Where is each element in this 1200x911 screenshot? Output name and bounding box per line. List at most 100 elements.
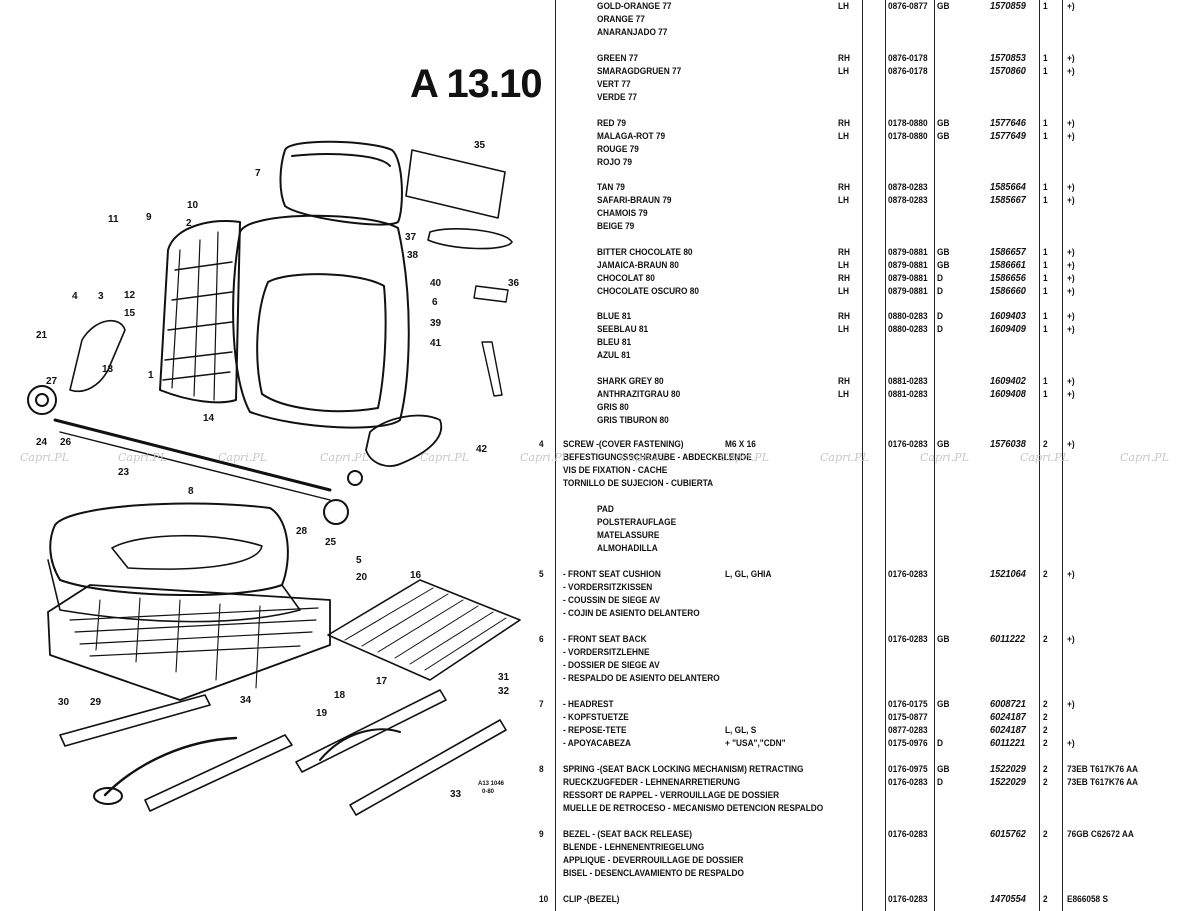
part-date-range: 0877-0283 [888, 725, 928, 735]
part-date-range: 0881-0283 [888, 389, 928, 399]
part-market: D [937, 324, 943, 334]
part-description: CLIP -(BEZEL) [563, 894, 620, 904]
part-description: CHOCOLAT 80 [597, 273, 655, 283]
part-note: +) [1067, 699, 1075, 709]
part-note: +) [1067, 195, 1075, 205]
part-quantity: 2 [1043, 725, 1048, 735]
part-description: POLSTERAUFLAGE [597, 517, 677, 527]
callout-3: 3 [98, 291, 104, 302]
part-note: +) [1067, 1, 1075, 11]
callout-38: 38 [407, 250, 419, 261]
part-quantity: 1 [1043, 273, 1048, 283]
pivot-tube-drawing [53, 418, 332, 492]
part-description: GOLD-ORANGE 77 [597, 1, 672, 11]
seat-rail-drawing [59, 694, 211, 747]
headrest-drawing [279, 140, 403, 226]
part-side: RH [838, 273, 850, 283]
part-description: JAMAICA-BRAUN 80 [597, 260, 679, 270]
part-market: GB [937, 131, 950, 141]
callout-26: 26 [60, 437, 72, 448]
part-side: RH [838, 311, 850, 321]
part-description: - REPOSE-TETE [563, 725, 627, 735]
part-date-range: 0876-0877 [888, 1, 928, 11]
part-number: 6011222 [990, 634, 1026, 645]
part-quantity: 2 [1043, 699, 1048, 709]
part-number: 1522029 [990, 777, 1026, 788]
part-spec: L, GL, GHIA [725, 569, 772, 579]
part-description: - APOYACABEZA [563, 738, 631, 748]
callout-11: 11 [108, 214, 119, 225]
watermark-text: Capri.PL [820, 451, 869, 464]
part-market: D [937, 738, 943, 748]
part-side: LH [838, 66, 850, 76]
part-spec: + "USA","CDN" [725, 738, 786, 748]
watermark-text: Capri.PL [320, 451, 369, 464]
callout-27: 27 [46, 376, 58, 387]
part-description: VERDE 77 [597, 92, 638, 102]
callout-9: 9 [146, 212, 152, 223]
seat-frame-drawing [159, 219, 241, 404]
part-description: BLENDE - LEHNENENTRIEGELUNG [563, 842, 705, 852]
watermark-text: Capri.PL [920, 451, 969, 464]
part-description: - VORDERSITZKISSEN [563, 582, 653, 592]
callout-34: 34 [240, 695, 252, 706]
part-note: +) [1067, 286, 1075, 296]
part-note: +) [1067, 738, 1075, 748]
watermark-text: Capri.PL [420, 451, 469, 464]
callout-18: 18 [334, 690, 346, 701]
part-description: ANARANJADO 77 [597, 27, 668, 37]
part-quantity: 1 [1043, 195, 1048, 205]
part-description: AZUL 81 [597, 350, 631, 360]
part-note: 73EB T617K76 AA [1067, 777, 1139, 787]
part-note: +) [1067, 260, 1075, 270]
callout-13: 13 [102, 364, 114, 375]
part-date-range: 0175-0976 [888, 738, 928, 748]
part-description: - RESPALDO DE ASIENTO DELANTERO [563, 673, 720, 683]
callout-19: 19 [316, 708, 328, 719]
callout-4: 4 [72, 291, 78, 302]
part-number: 1577649 [990, 131, 1026, 142]
watermark-text: Capri.PL [1020, 451, 1069, 464]
part-market: D [937, 311, 943, 321]
callout-23: 23 [118, 467, 130, 478]
part-date-range: 0176-0975 [888, 764, 928, 774]
part-date-range: 0879-0881 [888, 286, 928, 296]
part-market: GB [937, 699, 950, 709]
part-quantity: 1 [1043, 324, 1048, 334]
watermark-text: Capri.PL [620, 451, 669, 464]
item-number: 8 [539, 764, 544, 774]
part-number: 1586661 [990, 260, 1026, 271]
callout-42: 42 [476, 444, 488, 455]
part-quantity: 2 [1043, 829, 1048, 839]
column-rule [1039, 0, 1040, 911]
callout-17: 17 [376, 676, 388, 687]
part-description: - COJIN DE ASIENTO DELANTERO [563, 608, 700, 618]
part-description: TORNILLO DE SUJECION - CUBIERTA [563, 478, 714, 488]
item-number: 5 [539, 569, 544, 579]
callout-15: 15 [124, 308, 136, 319]
part-description: SAFARI-BRAUN 79 [597, 195, 672, 205]
callout-28: 28 [296, 526, 308, 537]
callout-6: 6 [432, 297, 438, 308]
callout-8: 8 [188, 486, 194, 497]
part-note: +) [1067, 273, 1075, 283]
part-side: LH [838, 286, 850, 296]
part-quantity: 2 [1043, 569, 1048, 579]
part-quantity: 1 [1043, 66, 1048, 76]
part-number: 1609402 [990, 376, 1026, 387]
part-note: +) [1067, 53, 1075, 63]
part-description: - FRONT SEAT CUSHION [563, 569, 661, 579]
callout-33: 33 [450, 789, 462, 800]
part-side: LH [838, 260, 850, 270]
part-description: - HEADREST [563, 699, 614, 709]
callout-31: 31 [498, 672, 510, 683]
part-number: 1609403 [990, 311, 1026, 322]
part-date-range: 0178-0880 [888, 118, 928, 128]
part-number: 1522029 [990, 764, 1026, 775]
part-note: +) [1067, 389, 1075, 399]
part-description: BEFESTIGUNGSSCHRAUBE - ABDECKBLENDE [563, 452, 752, 462]
part-note: +) [1067, 131, 1075, 141]
part-quantity: 2 [1043, 439, 1048, 449]
part-date-range: 0881-0283 [888, 376, 928, 386]
part-quantity: 1 [1043, 376, 1048, 386]
